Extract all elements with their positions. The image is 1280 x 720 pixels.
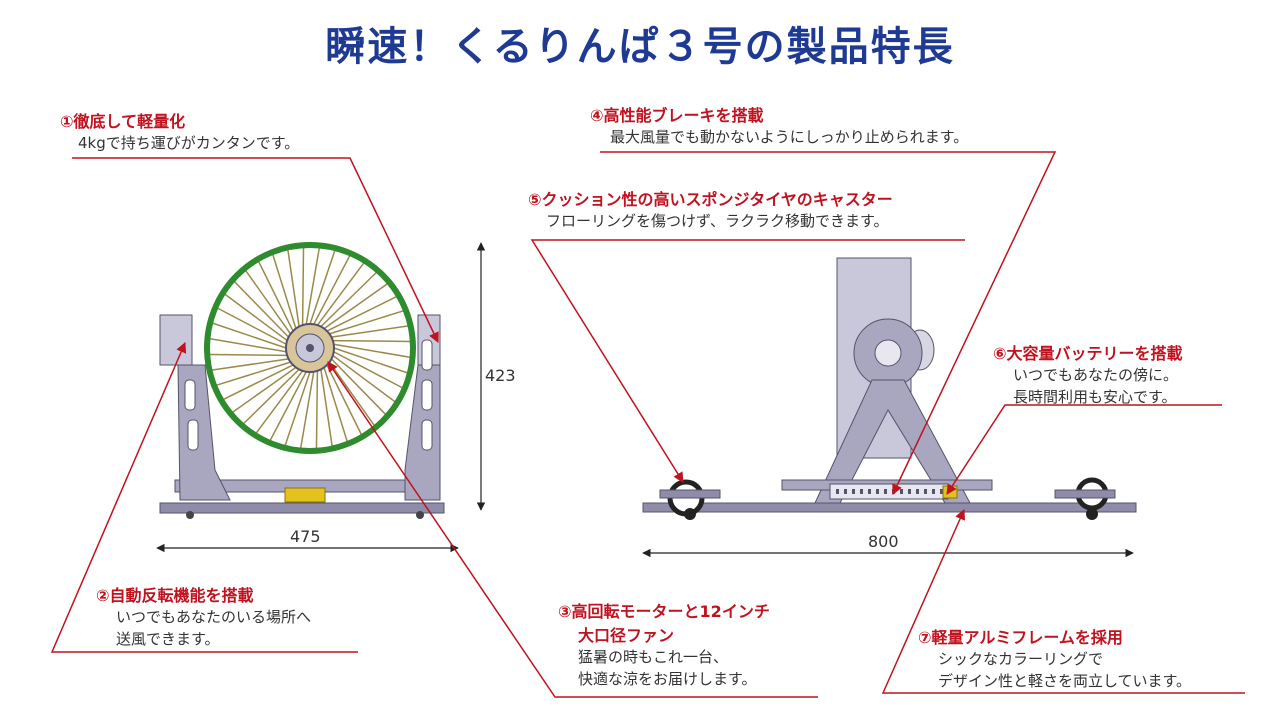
battery-cell	[876, 489, 879, 494]
feature-6: ⑥大容量バッテリーを搭載 いつでもあなたの傍に。 長時間利用も安心です。	[993, 340, 1183, 408]
fan-spoke	[323, 282, 389, 330]
fan-spoke	[211, 358, 289, 371]
fan-spoke	[320, 271, 378, 328]
feature-1-desc: 4kgで持ち運びがカンタンです。	[78, 134, 300, 152]
length-dimension: 800	[868, 532, 899, 551]
fan-spoke	[316, 262, 365, 326]
feature-1-heading: ①徹底して軽量化	[60, 112, 186, 131]
front-base-plate	[159, 502, 445, 514]
battery-cell	[852, 489, 855, 494]
feature-7-desc-line1: シックなカラーリングで	[938, 650, 1104, 668]
brake-pad	[942, 485, 958, 499]
fan-spoke	[244, 269, 292, 335]
front-battery	[284, 487, 326, 503]
fan-spoke	[313, 254, 351, 325]
fan-spoke	[332, 354, 396, 403]
feature-4-desc: 最大風量でも動かないようにしっかり止められます。	[610, 128, 969, 146]
fan-spoke	[255, 370, 304, 434]
callout-lines	[50, 151, 1245, 698]
fan-spoke	[326, 295, 398, 332]
battery-cell	[908, 489, 911, 494]
feature-1: ①徹底して軽量化 4kgで持ち運びがカンタンです。	[60, 108, 299, 154]
fan-spoke	[224, 293, 288, 342]
feature-5-heading: ⑤クッション性の高いスポンジタイヤのキャスター	[528, 190, 893, 209]
front-view	[159, 242, 445, 519]
fan-spoke	[331, 325, 409, 338]
fan-spoke	[315, 370, 319, 449]
feature-5-desc: フローリングを傷つけず、ラクラク移動できます。	[546, 212, 889, 230]
fan-spoke	[209, 337, 287, 353]
fan-spoke	[309, 249, 336, 325]
page-title: 瞬速！くるりんぱ３号の製品特長	[325, 24, 955, 70]
feature-4-heading: ④高性能ブレーキを搭載	[590, 106, 764, 125]
left-caster	[659, 479, 721, 520]
battery-cell	[916, 489, 919, 494]
fan-spoke	[329, 309, 405, 335]
fan-spoke	[233, 280, 290, 338]
fan-spoke	[299, 371, 315, 449]
fan-spoke	[222, 364, 294, 401]
fan-spoke	[330, 358, 387, 416]
dimension-lines	[156, 242, 1134, 558]
fan-spoke	[333, 347, 409, 374]
fan-spoke	[333, 343, 411, 359]
feature-2-desc-line2: 送風できます。	[116, 630, 220, 648]
feature-7-heading: ⑦軽量アルミフレームを採用	[918, 628, 1123, 647]
fan-spoke	[287, 249, 300, 327]
fan-spoke	[257, 260, 294, 332]
fan-spoke	[333, 351, 404, 389]
side-view	[642, 257, 1137, 520]
feature-7-desc-line2: デザイン性と軽さを両立しています。	[938, 672, 1192, 690]
feature-3-desc-line1: 猛暑の時もこれ一台、	[578, 648, 729, 666]
feature-3-desc-line2: 快適な涼をお届けします。	[578, 670, 757, 688]
battery-cell	[836, 489, 839, 494]
feature-3-heading: ③高回転モーターと12インチ	[558, 602, 770, 621]
feature-2-heading: ②自動反転機能を搭載	[96, 586, 254, 605]
fan-spoke	[305, 247, 321, 325]
feature-6-desc-line2: 長時間利用も安心です。	[1013, 388, 1177, 406]
battery-cell	[940, 489, 943, 494]
fan-spoke	[209, 353, 288, 357]
side-base-plate	[642, 502, 1137, 513]
fan-spoke	[320, 369, 333, 447]
feature-4: ④高性能ブレーキを搭載 最大風量でも動かないようにしっかり止められます。	[590, 102, 968, 148]
feature-6-desc-line1: いつでもあなたの傍に。	[1013, 366, 1179, 384]
fan-spoke	[216, 307, 287, 345]
fan-spoke	[242, 368, 300, 425]
fan-spoke	[269, 371, 307, 442]
right-caster	[1054, 477, 1116, 520]
feature-6-heading: ⑥大容量バッテリーを搭載	[993, 344, 1183, 363]
fan-spoke	[271, 253, 297, 329]
fan-spoke	[326, 364, 363, 436]
battery-cell	[884, 489, 887, 494]
fan-spoke	[323, 367, 349, 443]
battery-cell	[844, 489, 847, 494]
fan-spoke	[215, 361, 291, 387]
feature-5: ⑤クッション性の高いスポンジタイヤのキャスター フローリングを傷つけず、ラクラク…	[528, 186, 893, 232]
battery-pack	[829, 483, 949, 500]
fan-spoke	[332, 339, 411, 343]
feature-2: ②自動反転機能を搭載 いつでもあなたのいる場所へ 送風できます。	[96, 582, 311, 650]
fan-spoke	[231, 366, 297, 414]
battery-cell	[900, 489, 903, 494]
fan-rim	[204, 242, 416, 454]
fan-spoke	[284, 371, 311, 447]
feature-7: ⑦軽量アルミフレームを採用 シックなカラーリングで デザイン性と軽さを両立してい…	[918, 624, 1191, 692]
fan-spoke	[301, 247, 305, 326]
battery-cell	[924, 489, 927, 494]
feature-3: ③高回転モーターと12インチ 大口径ファン 猛暑の時もこれ一台、 快適な涼をお届…	[558, 598, 770, 690]
height-dimension: 423	[485, 366, 516, 385]
feature-2-desc-line1: いつでもあなたのいる場所へ	[116, 608, 312, 626]
a-frame	[814, 379, 971, 504]
battery-cell	[868, 489, 871, 494]
fan-spoke	[211, 322, 287, 349]
feature-3-heading-line2: 大口径ファン	[578, 626, 675, 645]
battery-cell	[860, 489, 863, 494]
width-dimension: 475	[290, 527, 321, 546]
battery-cell	[932, 489, 935, 494]
left-motor-box	[159, 314, 193, 366]
